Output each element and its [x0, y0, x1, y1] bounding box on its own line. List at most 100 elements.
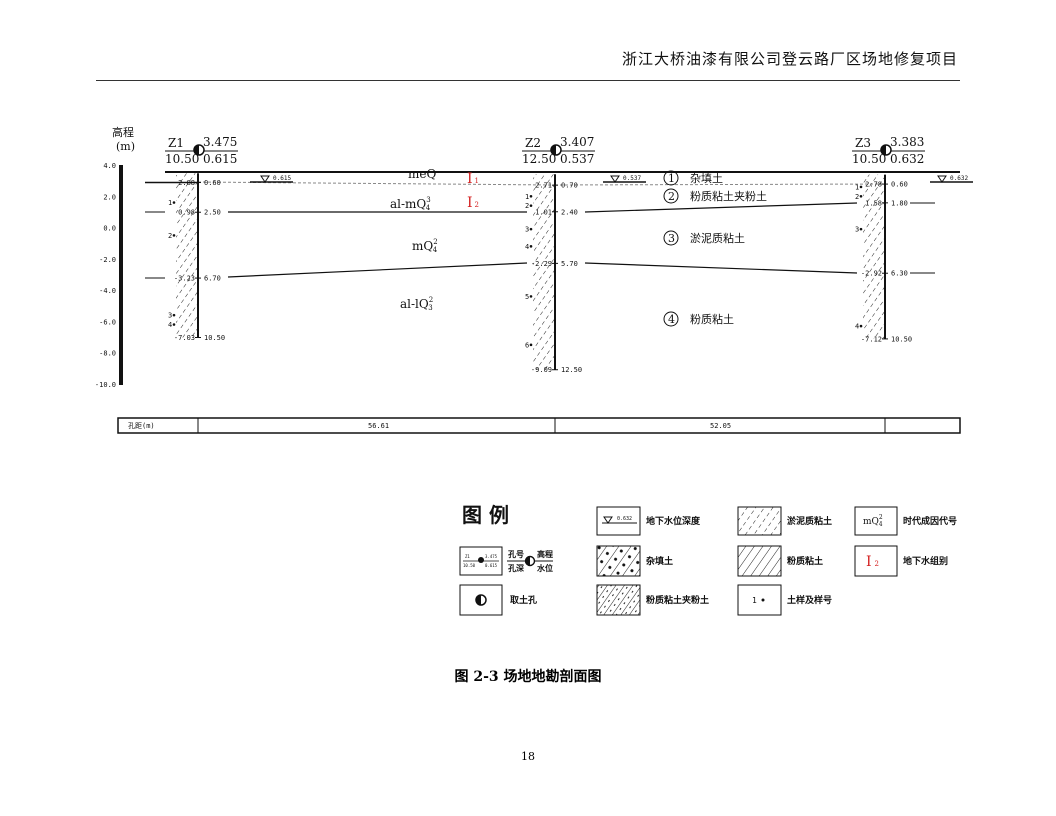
- boundary-elevation: 1.01: [535, 208, 552, 216]
- boundary-elevation: 2.71: [535, 182, 552, 190]
- borehole-elevation: 3.383: [890, 135, 924, 149]
- legend-water-depth: 0.632 地下水位深度: [596, 506, 701, 536]
- layer-label: 1 杂填土: [663, 170, 723, 186]
- layer3-boundary: [227, 262, 528, 278]
- layer-label: 4 粉质粘土: [663, 311, 734, 327]
- svg-text:地下水位深度: 地下水位深度: [646, 515, 701, 527]
- svg-text:3.475: 3.475: [485, 554, 498, 559]
- borehole-elevation: 3.475: [203, 135, 237, 149]
- borehole-water-level: 0.537: [560, 152, 594, 166]
- svg-text:粉质粘土夹粉土: 粉质粘土夹粉土: [690, 189, 767, 203]
- sample-dot: [529, 194, 533, 198]
- borehole-column: [533, 174, 555, 370]
- boundary-depth: 6.30: [891, 270, 908, 278]
- legend-sample: 1 土样及样号: [737, 584, 832, 616]
- legend-silty-clay: 粉质粘土: [737, 545, 823, 577]
- boundary-elevation: -7.03: [174, 334, 195, 342]
- sample-number: 2: [168, 232, 172, 240]
- layer-label: 2 粉质粘土夹粉土: [663, 188, 767, 204]
- svg-text:1: 1: [668, 172, 675, 185]
- legend-silty-clay-silt: 粉质粘土夹粉土: [596, 584, 709, 616]
- boundary-depth: 0.60: [891, 181, 908, 189]
- borehole-water-level: 0.615: [203, 152, 237, 166]
- boundary-elevation: -3.23: [174, 275, 195, 283]
- svg-text:杂填土: 杂填土: [646, 555, 673, 567]
- svg-text:孔号: 孔号: [508, 549, 524, 559]
- sample-dot: [859, 227, 863, 231]
- water-level-value: 0.632: [950, 175, 968, 182]
- water-level-marker: 0.632: [930, 175, 973, 183]
- borehole-water-level: 0.632: [890, 152, 924, 166]
- legend-fill: 杂填土: [596, 545, 673, 577]
- sample-number: 2: [855, 193, 859, 201]
- svg-text:粉质粘土夹粉土: 粉质粘土夹粉土: [646, 594, 709, 606]
- axis-tick-label: -4.0: [99, 287, 116, 295]
- sample-dot: [172, 313, 176, 317]
- svg-text:0.615: 0.615: [485, 563, 498, 568]
- svg-text:Z1: Z1: [465, 554, 470, 559]
- boundary-depth: 10.50: [204, 334, 225, 342]
- svg-text:时代成因代号: 时代成因代号: [903, 515, 957, 527]
- sampling-hole-icon: [881, 145, 886, 155]
- sample-dot: [859, 194, 863, 198]
- sample-number: 3: [168, 312, 172, 320]
- axis-tick-label: 0.0: [103, 225, 116, 233]
- layer2-boundary: [584, 202, 858, 213]
- sample-number: 4: [525, 243, 529, 251]
- boundary-depth: 10.50: [891, 335, 912, 343]
- svg-text:2: 2: [668, 190, 675, 203]
- axis-tick-label: 2.0: [103, 193, 116, 201]
- svg-text:杂填土: 杂填土: [690, 171, 723, 185]
- axis-unit: (m): [116, 140, 135, 153]
- boundary-depth: 5.70: [561, 260, 578, 268]
- sample-dot: [529, 295, 533, 298]
- sample-dot: [172, 201, 176, 204]
- svg-text:粉质粘土: 粉质粘土: [690, 312, 734, 326]
- legend-mucky-clay: 淤泥质粘土: [737, 506, 832, 536]
- water-level-marker: 0.615: [250, 175, 293, 183]
- sample-dot: [859, 185, 863, 189]
- elevation-axis-bar: [119, 165, 123, 385]
- sample-dot: [859, 324, 863, 328]
- legend-borehole: Z1 10.50 3.475 0.615 孔号 孔深 高程 水位: [459, 546, 553, 576]
- borehole-depth: 10.50: [165, 152, 199, 166]
- figure-caption: 图 2-3 场地地勘剖面图: [454, 669, 602, 685]
- boundary-depth: 0.60: [204, 179, 221, 187]
- sample-number: 2: [525, 202, 529, 210]
- sampling-hole-icon: [194, 145, 199, 155]
- svg-text:孔深: 孔深: [508, 563, 524, 573]
- layer-label: 3 淤泥质粘土: [663, 230, 745, 246]
- svg-text:1: 1: [752, 596, 757, 605]
- axis-label: 高程: [112, 125, 134, 139]
- sample-dot: [529, 245, 533, 248]
- sample-number: 1: [168, 199, 172, 207]
- svg-text:4: 4: [668, 313, 675, 326]
- boundary-depth: 6.70: [204, 275, 221, 283]
- sample-number: 3: [855, 226, 859, 234]
- water-level-value: 0.615: [273, 175, 291, 182]
- water-level-value: 0.537: [623, 175, 641, 182]
- axis-tick-label: -10.0: [95, 381, 116, 389]
- borehole-depth: 10.50: [852, 152, 886, 166]
- borehole-id: Z2: [525, 136, 541, 150]
- sample-number: 3: [525, 226, 529, 234]
- layer1-boundary: [554, 183, 886, 186]
- svg-text:52.05: 52.05: [710, 422, 731, 430]
- boundary-depth: 2.40: [561, 208, 578, 216]
- sample-number: 5: [525, 293, 529, 301]
- axis-tick-label: 4.0: [103, 162, 116, 170]
- svg-text:10.50: 10.50: [463, 563, 476, 568]
- boundary-depth: 0.70: [561, 182, 578, 190]
- water-level-icon: [937, 175, 947, 183]
- water-level-marker: 0.537: [603, 175, 646, 183]
- distance-row: 孔距(m) 56.61 52.05: [117, 417, 961, 434]
